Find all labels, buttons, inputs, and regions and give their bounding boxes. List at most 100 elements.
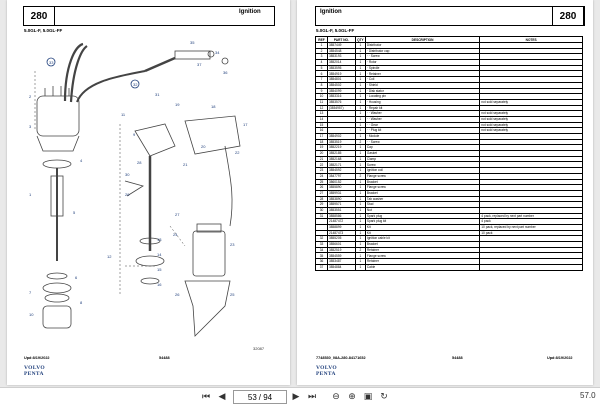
cell-qty: 1 <box>354 263 366 271</box>
callout-label: 29 <box>125 192 130 197</box>
callout-label: 27 <box>175 212 180 217</box>
viewer-toolbar: ⏮ ◀ 53 / 94 ▶ ⏭ ⊖ ⊕ ▣ ↻ 57.0 <box>0 387 600 405</box>
last-page-button[interactable]: ⏭ <box>307 391 317 402</box>
callout-label: 22 <box>235 150 240 155</box>
logo-line-1: VOLVO <box>316 365 337 371</box>
callout-label: 21 <box>183 162 188 167</box>
cell-notes <box>479 104 583 112</box>
logo-line-2: PENTA <box>316 370 336 377</box>
cell-description: Flange screw <box>364 252 481 260</box>
cell-notes <box>479 93 583 100</box>
col-description-header: DESCRIPTION <box>364 36 481 43</box>
cell-description: · · Washer <box>364 110 481 117</box>
cell-description: · Shield <box>364 81 481 89</box>
col-notes-header: NOTES <box>479 36 583 43</box>
cell-notes <box>479 87 583 95</box>
callout-label: 17 <box>243 122 248 127</box>
table-row: 12(3854957)1· Repair kit <box>315 104 583 112</box>
footer-code: 54488 <box>159 356 170 360</box>
exploded-diagram: 33 32 2 3 4 5 6 7 8 10 9 11 12 13 14 15 … <box>29 40 265 351</box>
cell-ref: 35 <box>315 252 328 260</box>
callout-label: 9 <box>133 132 136 137</box>
cell-description: · · Gear <box>364 121 481 129</box>
zoom-in-button[interactable]: ⊕ <box>348 391 356 402</box>
first-page-button[interactable]: ⏮ <box>201 391 211 402</box>
cell-description: Cable <box>364 263 481 271</box>
logo-line-1: VOLVO <box>24 365 45 371</box>
callout-label: 25 <box>230 292 235 297</box>
cell-ref: 10 <box>315 93 328 100</box>
cell-ref: 9 <box>315 87 328 95</box>
callout-label: 6 <box>75 275 78 280</box>
callout-label: 14 <box>157 252 162 257</box>
cell-notes <box>479 263 583 271</box>
total-pages: / 94 <box>258 392 273 402</box>
cell-description: · · Washer <box>364 115 481 123</box>
current-page[interactable]: 53 <box>247 392 257 402</box>
footer-date: Upd:8/19/2022 <box>24 356 50 360</box>
cell-ref: 8 <box>315 81 328 89</box>
page-indicator[interactable]: 53 / 94 <box>233 390 287 404</box>
cell-ref: 13 <box>315 110 328 117</box>
callout-label: 28 <box>137 160 142 165</box>
fit-page-button[interactable]: ▣ <box>363 391 373 402</box>
callout-label: 24 <box>173 232 178 237</box>
right-header: Ignition 280 <box>315 6 585 26</box>
cell-description: · Spindle <box>364 64 481 72</box>
callout-label: 4 <box>80 158 83 163</box>
zoom-out-button[interactable]: ⊖ <box>332 391 340 402</box>
cell-notes <box>479 76 583 83</box>
cell-notes <box>479 81 583 89</box>
left-header: 280 Ignition <box>23 6 275 26</box>
cell-notes <box>479 258 583 265</box>
callout-label: 20 <box>201 144 206 149</box>
cell-ref: 5 <box>315 64 328 72</box>
callout-label: 31 <box>155 92 160 97</box>
col-ref-header: REF <box>315 36 328 43</box>
callout-label: 32 <box>133 82 138 87</box>
callout-label: 18 <box>211 104 216 109</box>
cell-ref: 36 <box>315 258 328 265</box>
rotate-button[interactable]: ↻ <box>380 391 388 402</box>
cell-part-no: 3854884 <box>326 263 356 271</box>
footer-code: 54488 <box>452 356 463 360</box>
callout-label: 2 <box>29 94 32 99</box>
cell-description: · Locating pin <box>364 93 481 100</box>
next-page-button[interactable]: ▶ <box>292 391 300 402</box>
callout-label: 15 <box>157 267 162 272</box>
cell-notes: not sold separately <box>479 115 583 123</box>
logo-line-2: PENTA <box>24 370 44 377</box>
zoom-level: 57.0 <box>580 391 596 400</box>
cell-notes: not sold separately <box>479 110 583 117</box>
section-number: 280 <box>23 6 55 26</box>
table-header-row: REF PART NO. QTY DESCRIPTION NOTES <box>315 36 583 43</box>
cell-notes <box>479 59 583 66</box>
cell-ref: 6 <box>315 70 328 78</box>
footer-doc: 7748530_08A-280-84171652 <box>316 356 366 360</box>
callout-label: 12 <box>107 254 112 259</box>
left-page: 280 Ignition 5.0GL-F, 5.0GL-FF <box>7 0 290 385</box>
cell-notes: not sold separately <box>479 121 583 129</box>
volvo-penta-logo: VOLVO PENTA <box>316 365 337 377</box>
callout-label: 16 <box>157 282 162 287</box>
callout-label: 1 <box>29 192 32 197</box>
cell-notes: not sold separately <box>479 98 583 106</box>
cell-description: · Coil <box>364 76 481 83</box>
callout-label: 37 <box>197 62 202 67</box>
callout-label: 11 <box>121 112 126 117</box>
callout-label: 13 <box>157 237 162 242</box>
prev-page-button[interactable]: ◀ <box>218 391 226 402</box>
cell-description: · Repair kit <box>364 104 481 112</box>
